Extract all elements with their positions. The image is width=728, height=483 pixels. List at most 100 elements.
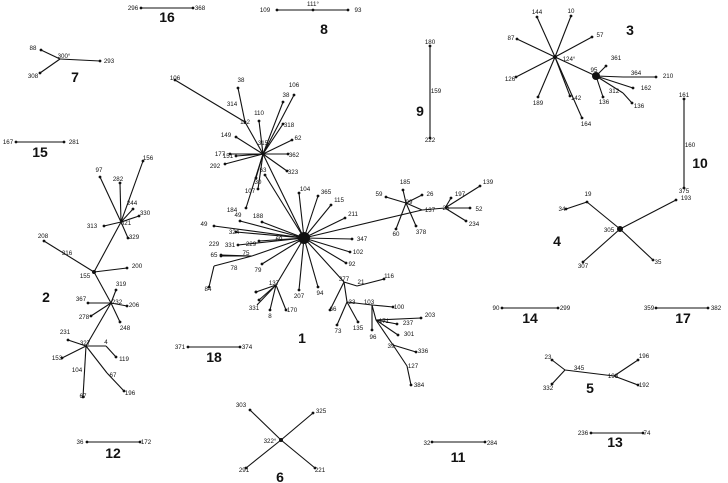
node-label: 206 xyxy=(129,302,140,309)
node-label: 321 xyxy=(121,220,132,227)
node-label: 331 xyxy=(225,242,236,249)
node-label: 167 xyxy=(3,139,14,146)
node-dot xyxy=(395,322,399,326)
edge-line xyxy=(110,289,117,304)
node-dot xyxy=(292,93,296,97)
node-dot xyxy=(139,6,143,10)
node-label: 99 xyxy=(406,199,413,206)
node-label: 116 xyxy=(384,273,394,280)
node-dot xyxy=(281,100,285,104)
node-dot xyxy=(173,78,177,82)
node-label: 222 xyxy=(425,137,436,144)
node-dot xyxy=(248,408,252,412)
node-dot xyxy=(118,320,122,324)
edge-line xyxy=(303,237,345,283)
node-label: 112 xyxy=(240,119,250,126)
node-label: 329 xyxy=(129,234,140,241)
edge-line xyxy=(110,302,128,307)
node-dot xyxy=(125,304,129,308)
edge-line xyxy=(249,409,282,441)
node-dot xyxy=(62,140,66,144)
node-label: 111° xyxy=(307,1,319,8)
node-dot xyxy=(419,316,423,320)
node-label: 135 xyxy=(353,325,364,332)
node-dot xyxy=(234,230,238,234)
node-label: 185 xyxy=(400,179,411,186)
node-dot xyxy=(550,358,554,362)
node-dot xyxy=(234,154,238,158)
node-dot xyxy=(138,440,142,444)
edge-line xyxy=(551,369,566,385)
node-dot xyxy=(114,355,118,359)
component-label: 16 xyxy=(159,9,175,25)
node-label: 188 xyxy=(253,213,264,220)
node-dot xyxy=(601,95,605,99)
node-label: 293 xyxy=(104,58,115,65)
node-label: 198 xyxy=(608,373,619,380)
node-label: 284 xyxy=(487,440,498,447)
node-dot xyxy=(346,8,350,12)
edge-line xyxy=(622,92,633,104)
edge-line xyxy=(43,240,95,273)
node-label: 26 xyxy=(427,191,434,198)
node-label: 208 xyxy=(38,233,49,240)
node-dot xyxy=(114,288,118,292)
node-label: 75 xyxy=(243,250,250,257)
node-dot xyxy=(414,350,418,354)
node-label: 161 xyxy=(679,92,690,99)
node-label: 196 xyxy=(639,353,650,360)
node-dot xyxy=(207,285,211,289)
edge-line xyxy=(105,345,117,358)
node-label: 57 xyxy=(597,32,604,39)
edge-line xyxy=(257,153,264,190)
node-dot xyxy=(38,71,42,75)
edge-line xyxy=(213,225,305,239)
node-dot xyxy=(382,277,386,281)
node-dot xyxy=(344,261,348,265)
node-label: 84 xyxy=(205,286,212,293)
edge-line xyxy=(280,439,316,469)
node-label: 312 xyxy=(609,88,620,95)
edge-line xyxy=(582,228,621,263)
node-dot xyxy=(414,224,418,228)
node-label: 151 xyxy=(223,153,234,160)
node-dot xyxy=(275,8,279,12)
node-label: 160 xyxy=(685,142,696,149)
node-label: 177 xyxy=(215,151,226,158)
node-label: 107 xyxy=(245,188,256,195)
node-label: 314 xyxy=(227,101,238,108)
node-dot xyxy=(238,345,242,349)
node-dot xyxy=(223,162,227,166)
node-label: 73 xyxy=(335,328,342,335)
node-dot xyxy=(236,243,240,247)
node-label: 331 xyxy=(249,305,260,312)
node-label: 236 xyxy=(578,430,589,437)
node-label: 19 xyxy=(585,191,592,198)
node-dot xyxy=(630,101,634,105)
edge-line xyxy=(269,284,277,311)
component-label: 4 xyxy=(553,233,561,249)
node-label: 88 xyxy=(30,45,37,52)
node-dot xyxy=(356,320,360,324)
node-label: 378 xyxy=(416,229,427,236)
node-dot xyxy=(370,328,374,332)
node-dot xyxy=(515,37,519,41)
node-dot xyxy=(98,59,102,63)
node-dot xyxy=(81,395,85,399)
edge-line xyxy=(119,182,122,223)
node-label: 49 xyxy=(201,221,208,228)
node-label: 93 xyxy=(355,7,362,14)
edge-line xyxy=(516,38,556,58)
component-label: 7 xyxy=(71,69,79,85)
edge-line xyxy=(237,87,246,123)
node-dot xyxy=(394,227,398,231)
node-label: 359 xyxy=(644,305,655,312)
edge-line xyxy=(93,271,112,304)
node-label: 324 xyxy=(229,229,240,236)
node-dot xyxy=(569,14,573,18)
node-dot xyxy=(329,203,333,207)
